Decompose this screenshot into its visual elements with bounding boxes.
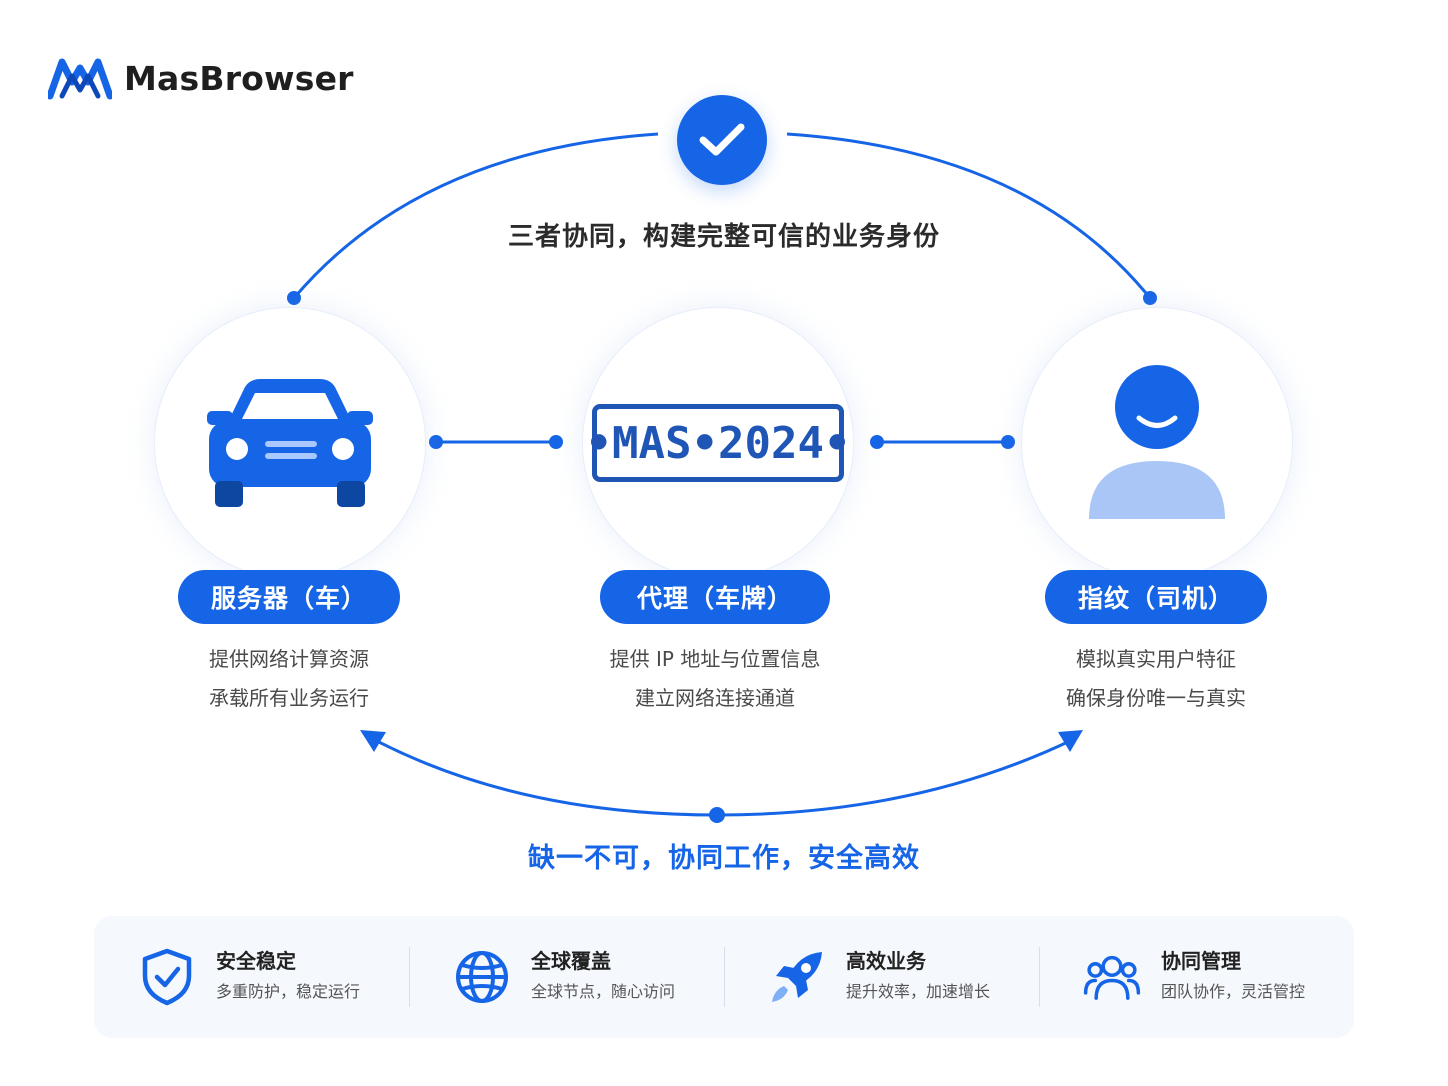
feature-team: 协同管理 团队协作，灵活管控 [1039,945,1354,1009]
desc-fingerprint: 模拟真实用户特征 确保身份唯一与真实 [1006,640,1306,718]
node-fingerprint [1022,308,1292,578]
label-proxy: 代理（车牌） [600,570,830,624]
brand-name: MasBrowser [124,58,354,98]
top-arc-right [786,132,1152,299]
desc-fingerprint-line-2: 确保身份唯一与真实 [1066,686,1246,710]
bottom-arrow-right [1058,730,1083,752]
desc-proxy: 提供 IP 地址与位置信息 建立网络连接通道 [565,640,865,718]
team-icon [1083,955,1141,1000]
car-icon [207,379,373,507]
desc-proxy-line-1: 提供 IP 地址与位置信息 [609,647,821,671]
features-bar: 安全稳定 多重防护，稳定运行 全球覆盖 全球节点，随心访问 [94,916,1354,1038]
feature-title: 高效业务 [846,949,926,973]
feature-title: 协同管理 [1161,949,1241,973]
feature-security: 安全稳定 多重防护，稳定运行 [94,945,409,1009]
globe-icon [456,951,508,1003]
feature-efficiency: 高效业务 提升效率，加速增长 [724,945,1039,1009]
desc-proxy-line-2: 建立网络连接通道 [635,686,795,710]
rocket-icon [772,952,822,1002]
top-arc-left-dot [287,291,301,305]
feature-subtitle: 团队协作，灵活管控 [1161,982,1306,1001]
brand-logo: MasBrowser [48,52,354,104]
person-icon [1089,365,1225,519]
headline: 三者协同，构建完整可信的业务身份 [507,222,940,252]
feature-subtitle: 全球节点，随心访问 [531,982,676,1001]
top-arc-right-dot [1143,291,1157,305]
node-proxy: •MAS•2024• [583,308,853,578]
feature-title: 全球覆盖 [531,949,611,973]
feature-subtitle: 提升效率，加速增长 [846,982,991,1001]
desc-server: 提供网络计算资源 承载所有业务运行 [139,640,439,718]
bottom-arrow-left [360,730,386,752]
tagline: 缺一不可，协同工作，安全高效 [528,843,920,874]
desc-server-line-1: 提供网络计算资源 [209,647,369,671]
label-fingerprint: 指纹（司机） [1045,570,1267,624]
shield-check-icon [142,948,192,1006]
check-badge [677,95,767,185]
node-server [155,308,425,578]
bottom-arc [374,738,1073,817]
desc-server-line-2: 承载所有业务运行 [209,686,369,710]
label-server: 服务器（车） [178,570,400,624]
feature-title: 安全稳定 [216,949,296,973]
bottom-arc-dot [709,807,725,823]
check-icon [699,123,745,156]
masbrowser-logo-icon [48,58,112,100]
desc-fingerprint-line-1: 模拟真实用户特征 [1076,647,1236,671]
feature-global: 全球覆盖 全球节点，随心访问 [409,945,724,1009]
plate-text: •MAS•2024• [585,417,851,469]
top-arc-left [292,132,659,299]
license-plate-icon: •MAS•2024• [586,404,850,482]
feature-subtitle: 多重防护，稳定运行 [216,982,361,1001]
